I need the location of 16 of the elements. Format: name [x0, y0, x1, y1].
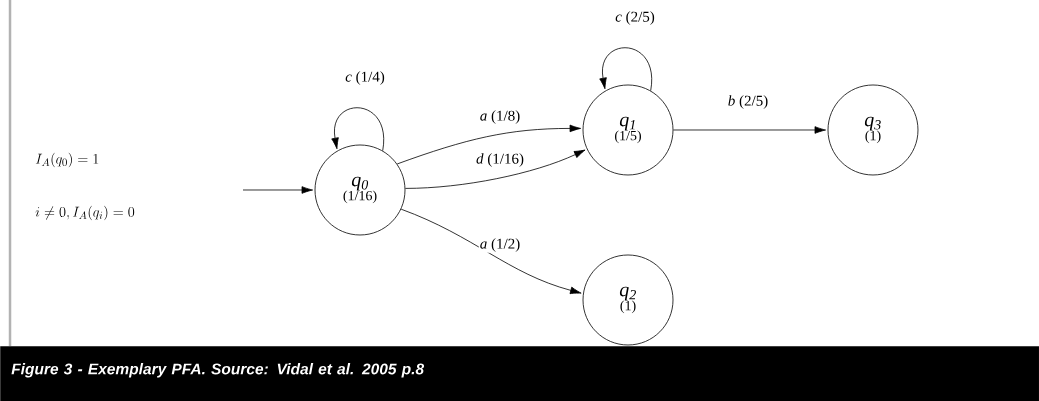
arrow	[673, 126, 826, 134]
arrow	[400, 208, 582, 295]
formula-label: $i \neq 0, I_A(q_i) = 0$	[35, 205, 135, 221]
edge-label: c (1/4)	[344, 70, 386, 86]
arrow	[242, 186, 313, 194]
formula-label: $I_A(q_0) = 1$	[35, 152, 99, 168]
arrow	[331, 107, 385, 152]
edge-label: a (1/2)	[478, 237, 522, 253]
caption-bar: Figure 3 - Exemplary PFA. Source: Vidal et al. 2005 p.8	[0, 346, 1039, 401]
edge-label: c (2/5)	[614, 10, 656, 26]
arrow	[405, 149, 586, 189]
arrow	[599, 47, 653, 92]
arrow	[396, 124, 582, 165]
edge-label: d (1/16)	[475, 152, 525, 168]
edge-label: a (1/8)	[478, 109, 522, 125]
edge-label: b (2/5)	[726, 94, 770, 110]
